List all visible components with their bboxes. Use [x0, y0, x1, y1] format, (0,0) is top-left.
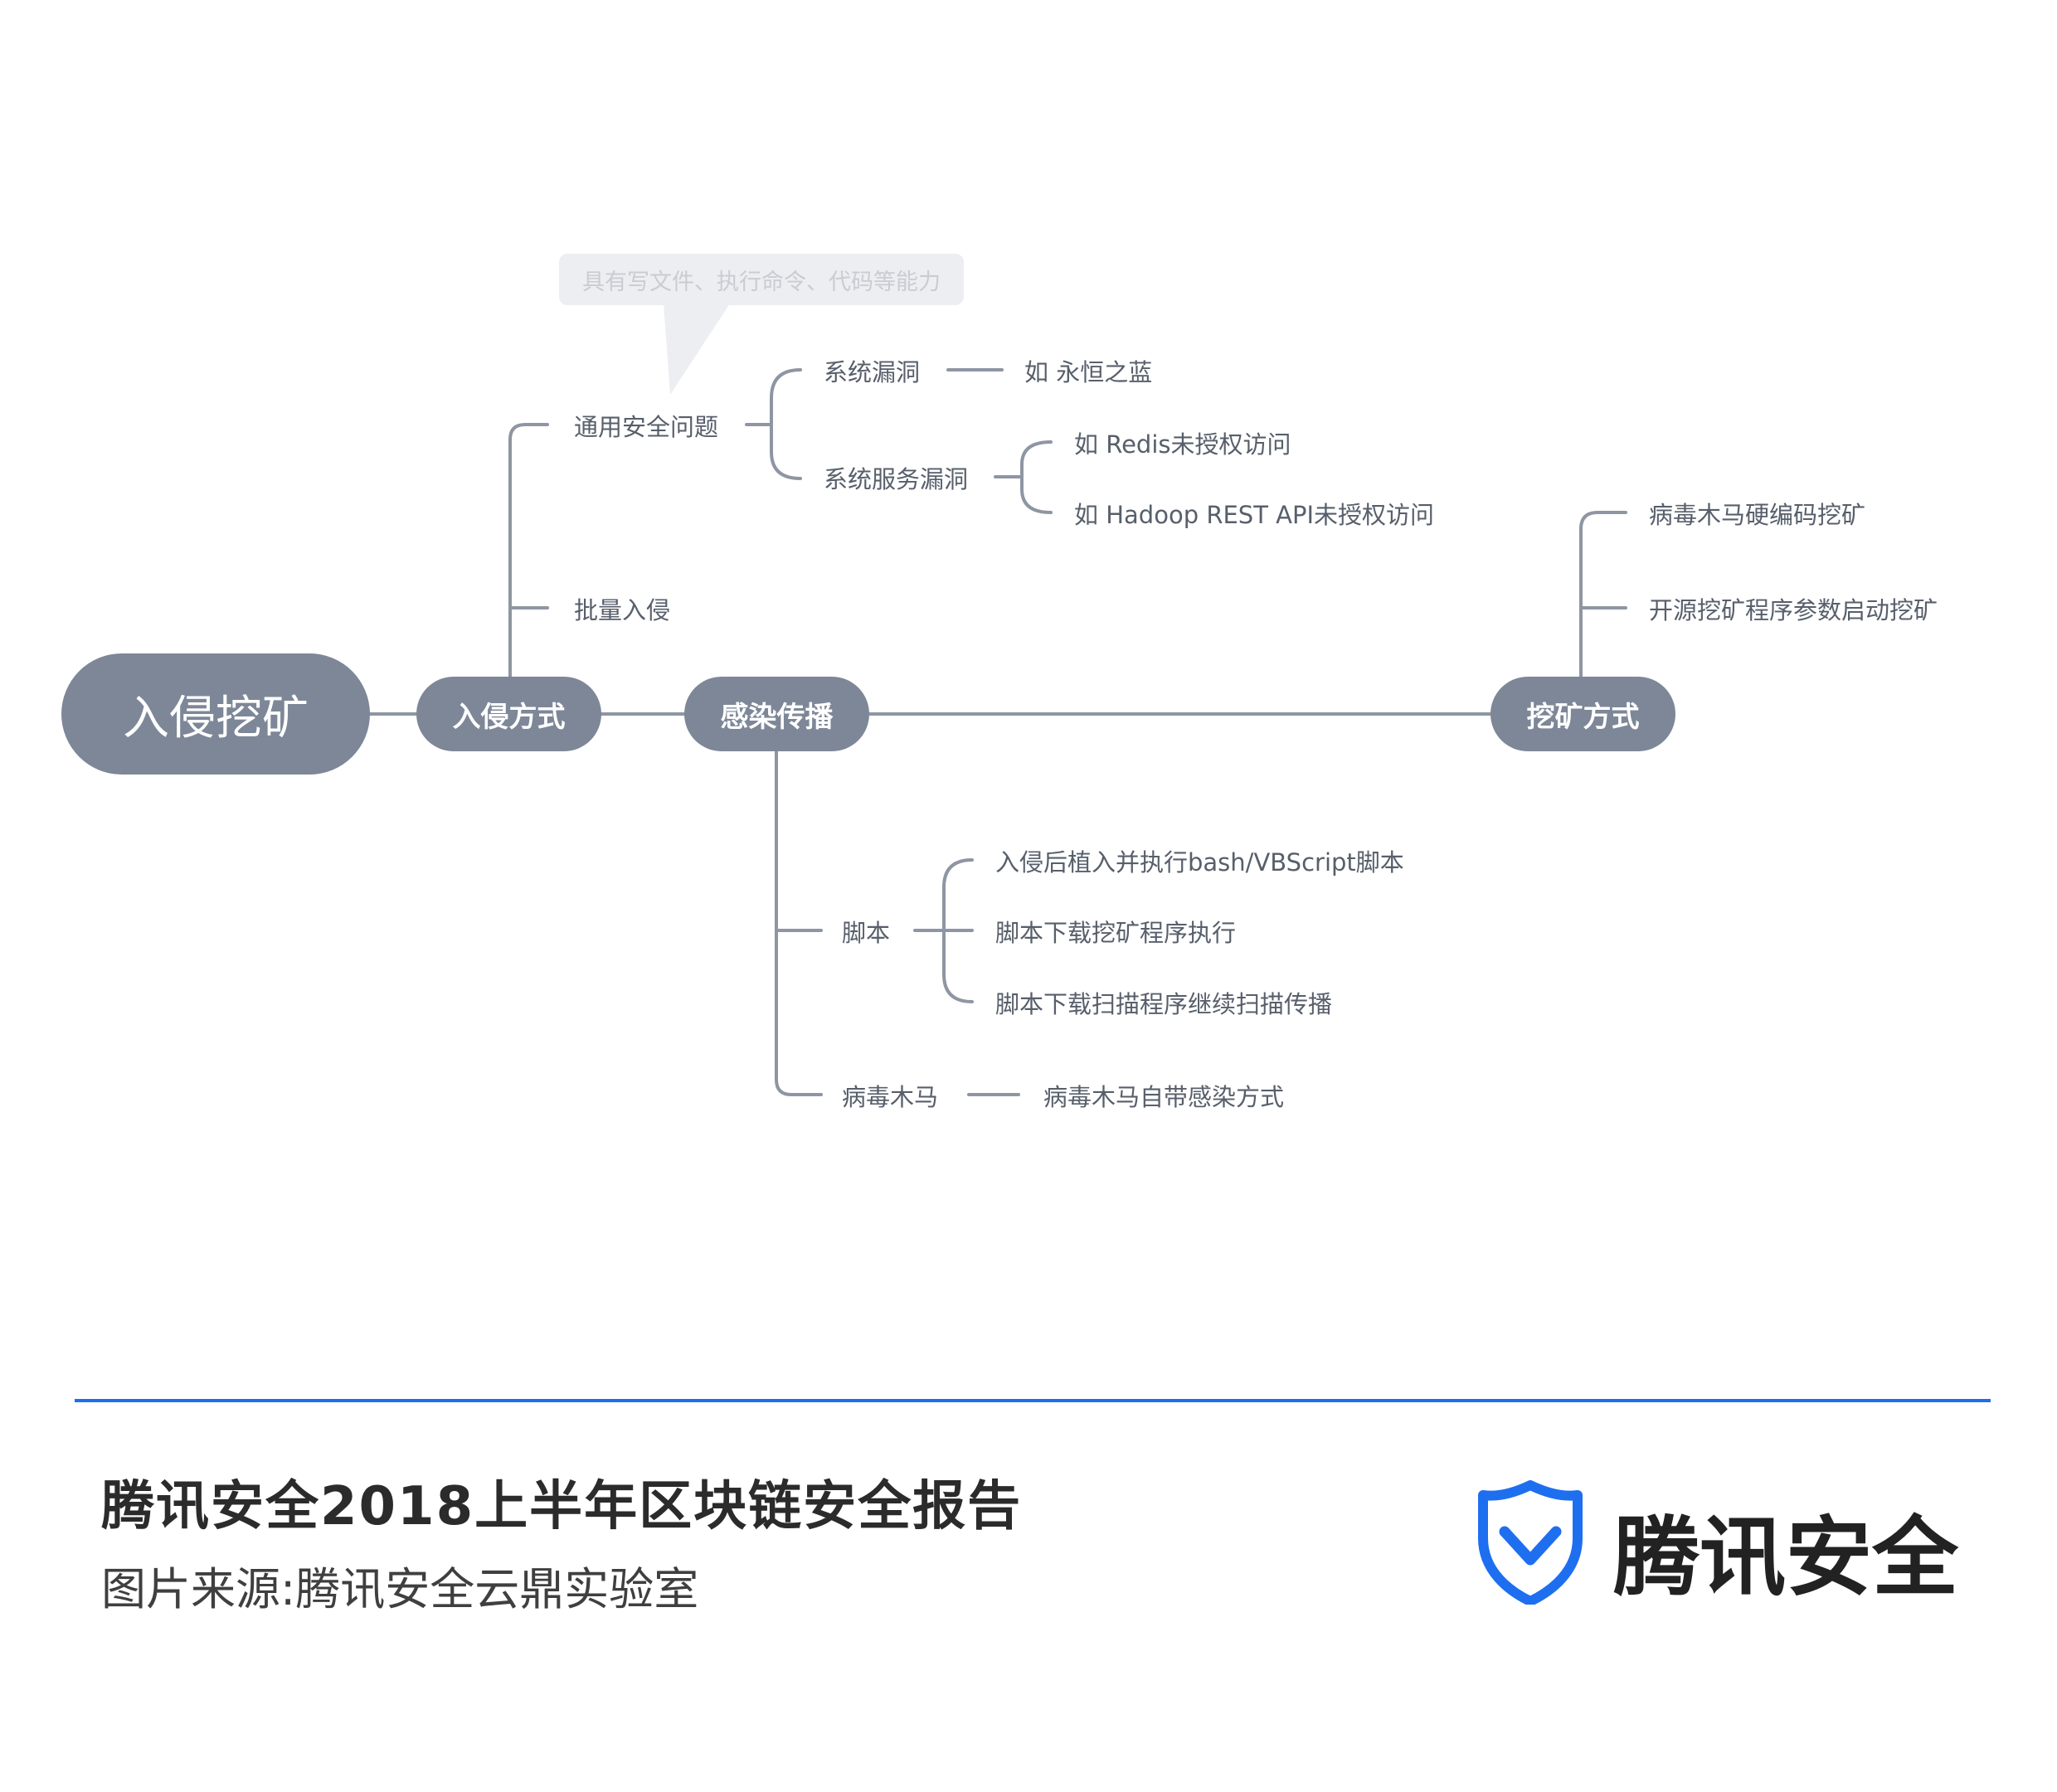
callout-text: 具有写文件、执行命令、代码等能力 — [582, 269, 941, 295]
brand-name: 腾讯安全 — [1613, 1507, 1959, 1608]
label-svc-example-1: 如 Redis未授权访问 — [1074, 430, 1291, 459]
label-sys-vuln: 系统漏洞 — [824, 358, 921, 386]
callout-bubble — [559, 254, 964, 395]
node-spread: 感染传播 — [684, 677, 869, 751]
brand-logo: 腾讯安全 — [1476, 1472, 1991, 1608]
label-svc-vuln: 系统服务漏洞 — [824, 465, 969, 493]
footer-divider — [75, 1399, 1991, 1402]
label-svc-example-2: 如 Hadoop REST API未授权访问 — [1074, 501, 1435, 529]
branch-general-bracket — [770, 368, 802, 480]
shield-icon — [1478, 1480, 1583, 1605]
root-node: 入侵挖矿 — [61, 653, 370, 775]
report-title: 腾讯安全2018上半年区块链安全报告 — [101, 1476, 1023, 1537]
label-script-item-3: 脚本下载扫描程序继续扫描传播 — [995, 990, 1333, 1018]
label-trojan-item: 病毒木马自带感染方式 — [1043, 1083, 1285, 1111]
label-mining-item-1: 病毒木马硬编码挖矿 — [1649, 501, 1866, 529]
branch-spread-trunk — [775, 750, 823, 1096]
label-mining-item-2: 开源挖矿程序参数启动挖矿 — [1649, 596, 1938, 624]
branch-mining-trunk — [1579, 511, 1627, 678]
label-batch: 批量入侵 — [574, 596, 671, 624]
branch-intrusion-trunk — [508, 423, 549, 678]
node-intrusion: 入侵方式 — [416, 677, 601, 751]
node-mining: 挖矿方式 — [1490, 677, 1675, 751]
branch-svc-bracket — [1020, 440, 1053, 514]
image-source: 图片来源:腾讯安全云鼎实验室 — [101, 1563, 699, 1615]
label-script-item-2: 脚本下载挖矿程序执行 — [995, 919, 1237, 947]
label-general: 通用安全问题 — [574, 413, 719, 441]
label-script: 脚本 — [842, 919, 891, 947]
label-trojan: 病毒木马 — [842, 1083, 939, 1111]
label-sys-vuln-example: 如 永恒之蓝 — [1024, 358, 1153, 386]
label-script-item-1: 入侵后植入并执行bash/VBScript脚本 — [995, 848, 1404, 877]
